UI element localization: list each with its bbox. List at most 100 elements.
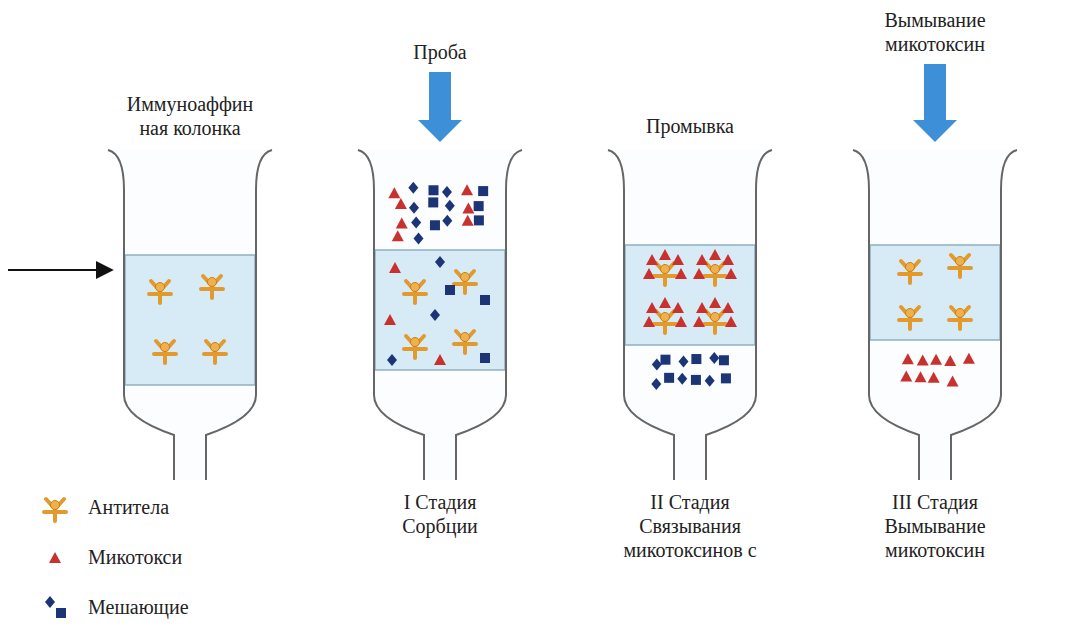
particle [474, 215, 484, 225]
particle [646, 302, 658, 313]
antibody [899, 307, 921, 329]
particle [643, 316, 655, 327]
particle [722, 254, 734, 265]
particle [963, 353, 975, 364]
particle [659, 297, 671, 308]
particle [409, 202, 419, 214]
particle [917, 355, 929, 366]
step-label: Проба [380, 40, 500, 64]
particle [675, 268, 687, 279]
particle [474, 201, 484, 211]
antibody [654, 311, 676, 333]
particle [719, 355, 729, 365]
particle [461, 184, 473, 195]
particle [709, 249, 721, 260]
legend-text: Мешающие [88, 595, 189, 619]
particle [435, 256, 445, 268]
legend-text: Антитела [88, 495, 169, 519]
particle [675, 316, 687, 327]
stage-label: I Стадия Сорбции [383, 490, 498, 538]
antibody [204, 341, 226, 363]
particle [646, 254, 658, 265]
particle [914, 371, 926, 382]
particle [428, 197, 438, 207]
particle [478, 186, 488, 196]
antibody [404, 281, 426, 303]
particle [392, 230, 404, 241]
particle [691, 375, 701, 385]
antibody [704, 263, 726, 285]
particle [445, 200, 455, 212]
particle [480, 295, 490, 305]
interferent-icon [45, 596, 55, 608]
particle [388, 187, 400, 198]
column [358, 150, 522, 480]
antibody [949, 255, 971, 277]
column [108, 150, 272, 480]
particle [900, 371, 912, 382]
particle [691, 354, 701, 364]
particle [651, 378, 661, 390]
particle [678, 356, 688, 368]
antibody [704, 311, 726, 333]
particle [722, 302, 734, 313]
column [608, 150, 772, 480]
particle [693, 268, 705, 279]
antibody-icon [44, 499, 66, 521]
stage-label: III Стадия Вымывание микотоксин [868, 490, 1003, 562]
particle [434, 354, 446, 365]
particle [660, 355, 670, 365]
antibody [454, 271, 476, 293]
particle [721, 373, 731, 383]
antibody [404, 336, 426, 358]
particle [696, 302, 708, 313]
particle [396, 218, 408, 229]
particle [664, 373, 674, 383]
step-label: Вымывание микотоксин [865, 8, 1005, 56]
column-label: Иммуноаффин ная колонка [115, 92, 265, 140]
particle [445, 285, 455, 295]
column [853, 150, 1017, 480]
particle [408, 182, 418, 194]
particle [411, 217, 421, 229]
particle [672, 302, 684, 313]
antibody [654, 263, 676, 285]
particle [709, 352, 719, 364]
particle [384, 314, 396, 325]
sample-arrow [418, 72, 462, 142]
particle [725, 268, 737, 279]
particle [430, 220, 440, 230]
particle [944, 355, 956, 366]
particle [705, 375, 715, 387]
antibody [949, 307, 971, 329]
particle [947, 376, 959, 387]
particle [442, 186, 452, 198]
particle [430, 309, 440, 321]
particle [725, 316, 737, 327]
particle [480, 353, 490, 363]
antibody [149, 281, 171, 303]
particle [462, 215, 474, 226]
mycotoxin-icon [49, 552, 61, 563]
particle [442, 215, 452, 227]
particle [659, 249, 671, 260]
particle [902, 353, 914, 364]
particle [395, 198, 407, 209]
particle [930, 354, 942, 365]
particle [429, 185, 439, 195]
legend-text: Микотокси [88, 545, 182, 569]
pointer-arrow [8, 269, 112, 271]
particle [928, 372, 940, 383]
particle [652, 359, 662, 371]
particle [677, 373, 687, 385]
particle [389, 262, 401, 273]
particle [696, 254, 708, 265]
antibody [154, 341, 176, 363]
elution-arrow [913, 64, 957, 142]
particle [387, 354, 397, 366]
particle [693, 316, 705, 327]
interferent-icon [56, 608, 66, 618]
particle [462, 202, 474, 213]
antibody [201, 276, 223, 298]
particle [413, 232, 423, 244]
